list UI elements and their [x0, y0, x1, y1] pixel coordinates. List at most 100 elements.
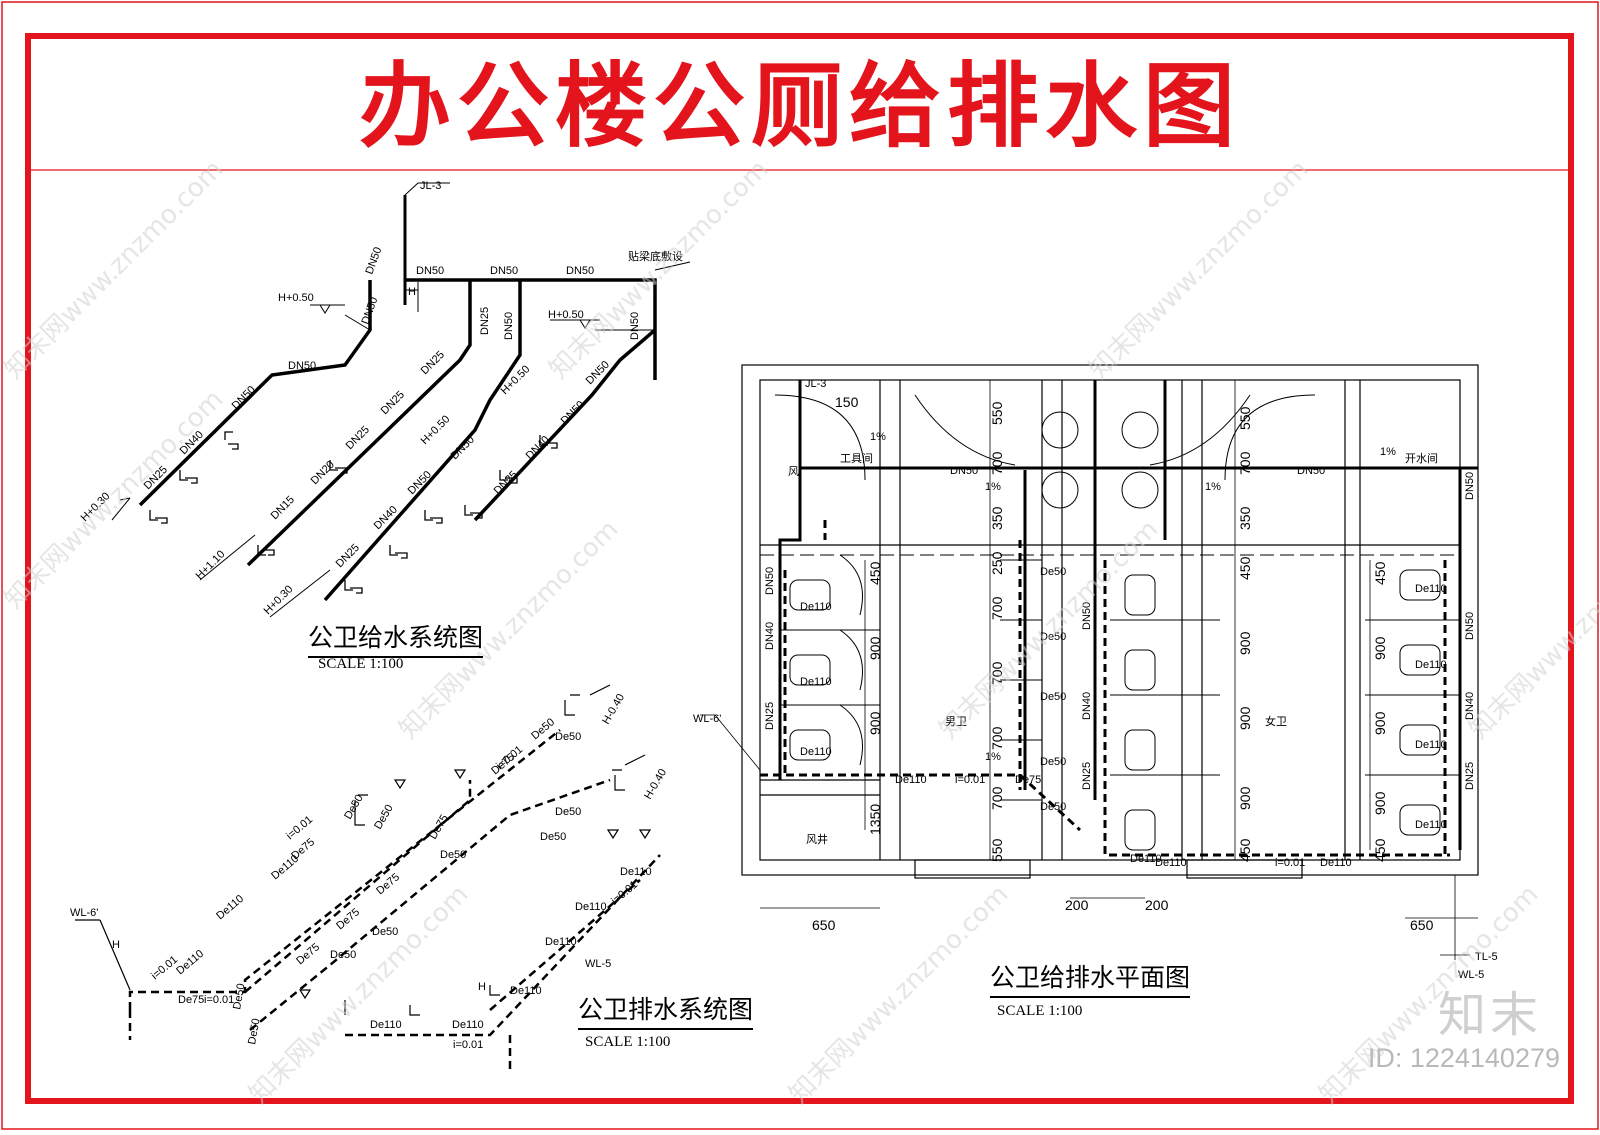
dn-label: DN40 [1464, 692, 1476, 720]
wl-label: WL-6' [693, 713, 721, 725]
dn-label: DN25 [1464, 762, 1476, 790]
dn-label: DN50 [566, 265, 594, 277]
dimension-label: 450 [1372, 561, 1388, 585]
walls [741, 364, 1479, 879]
de-label: De50 [1040, 566, 1066, 578]
de-label: De110 [800, 601, 832, 613]
room-label: 男卫 [945, 716, 967, 728]
elevation-label: H+0.50 [278, 292, 314, 304]
de-label: De110 [452, 1019, 484, 1031]
watermark-text: 知末网www.znzmo.com [1464, 514, 1600, 745]
de-label: De50 [342, 793, 366, 822]
watermark-text: 知末网www.znzmo.com [0, 384, 229, 615]
urinals [1000, 411, 1159, 801]
watermark-brand: 知末 [1437, 987, 1542, 1043]
dn-label: DN50 [1464, 472, 1476, 500]
drain-branch-3 [345, 854, 661, 1037]
dimension-label: 200 [1145, 897, 1169, 913]
drain-diagram-title: 公卫排水系统图 [578, 990, 754, 1030]
dimension-label: 700 [989, 661, 1005, 685]
dimension-label: 700 [989, 786, 1005, 810]
de-label: De50 [372, 926, 398, 938]
elevation-label: H+0.50 [419, 413, 453, 447]
dn-label: DN50 [764, 567, 776, 595]
supply-fixtures [149, 431, 558, 594]
dn-label: DN50 [288, 360, 316, 372]
supply-branch-2 [246, 280, 472, 567]
dimension-label: 350 [1237, 506, 1253, 530]
de-label: De50 [372, 803, 396, 832]
plan-scale: SCALE 1:100 [997, 1003, 1083, 1019]
supply-main-top [405, 278, 657, 380]
slope-label: i=0.01 [955, 774, 985, 786]
drain-system-diagram [128, 729, 661, 1070]
de-label: De110 [214, 893, 246, 923]
riser-label: JL-3 [420, 180, 441, 192]
dn-label: DN50 [1464, 612, 1476, 640]
stalls-women-center [1110, 574, 1220, 851]
watermark-text: 知末网www.znzmo.com [0, 154, 229, 385]
dn-label: DN50 [950, 465, 978, 477]
de-label: De110 [800, 746, 832, 758]
de-label: De110 [800, 676, 832, 688]
dimension-label: 650 [1410, 917, 1434, 933]
dn-label: DN50 [230, 384, 258, 412]
dimension-label: 1350 [867, 804, 883, 835]
h-label: H [478, 981, 486, 993]
door-swings [774, 394, 1316, 481]
de-label: De110 [1415, 659, 1447, 671]
dn-label: DN50 [364, 245, 385, 276]
de-label: De50 [1040, 631, 1066, 643]
dimension-label: 900 [1237, 706, 1253, 730]
supply-branch-3 [323, 280, 522, 602]
slope-label: i=0.01 [1275, 857, 1305, 869]
de-label: De50 [1040, 801, 1066, 813]
slope-label: i=0.01 [204, 994, 234, 1006]
plan-title: 公卫给排水平面图 [990, 958, 1191, 998]
dimension-label: 350 [989, 506, 1005, 530]
de-label: De75 [178, 994, 204, 1006]
supply-branch-4 [473, 328, 657, 522]
room-label: 开水间 [1405, 452, 1438, 465]
de-label: De110 [1155, 857, 1187, 869]
plan-text: JL-3 150 工具间 开水间 风 男卫 女卫 风井 DN50 DN50 De… [693, 378, 1498, 981]
dimension-label: 900 [1237, 786, 1253, 810]
slope-label: 1% [985, 481, 1001, 493]
de-label: De50 [440, 849, 466, 861]
dimension-label: 900 [867, 711, 883, 735]
supply-elevation-marks [111, 304, 600, 618]
slope-label: 1% [870, 431, 886, 443]
dimension-label: 550 [989, 401, 1005, 425]
wl-label: WL-6' [70, 907, 98, 919]
dn-label: DN50 [490, 265, 518, 277]
de-label: De110 [1320, 857, 1352, 869]
slope-label: 1% [1205, 481, 1221, 493]
de-label: De50 [330, 949, 356, 961]
de-label: De50 [1040, 691, 1066, 703]
slope-label: 1% [985, 751, 1001, 763]
slope-label: i=0.01 [453, 1039, 483, 1051]
dn-label: DN50 [629, 312, 641, 340]
h-label: H [112, 939, 120, 951]
inner-frame [25, 33, 1574, 1104]
dn-label: DN40 [524, 434, 552, 462]
de-label: De50 [540, 831, 566, 843]
wl-label: WL-5 [585, 958, 611, 970]
dn-label: DN25 [419, 349, 447, 377]
dimension-label: 900 [1372, 636, 1388, 660]
dn-label: DN50 [1297, 465, 1325, 477]
elevation-label: H-0.40 [642, 767, 669, 802]
wl-label: WL-5 [1458, 969, 1484, 981]
dn-label: DN50 [360, 295, 381, 326]
plan-supply-pipes [778, 380, 1478, 850]
de-label: De50 [246, 1018, 262, 1046]
room-label: 工具间 [840, 452, 873, 465]
de-label: De110 [1415, 583, 1447, 595]
room-label: 女卫 [1265, 714, 1287, 728]
dimension-label: 700 [989, 596, 1005, 620]
riser-leader [404, 182, 419, 196]
floor-plan [700, 364, 1479, 960]
